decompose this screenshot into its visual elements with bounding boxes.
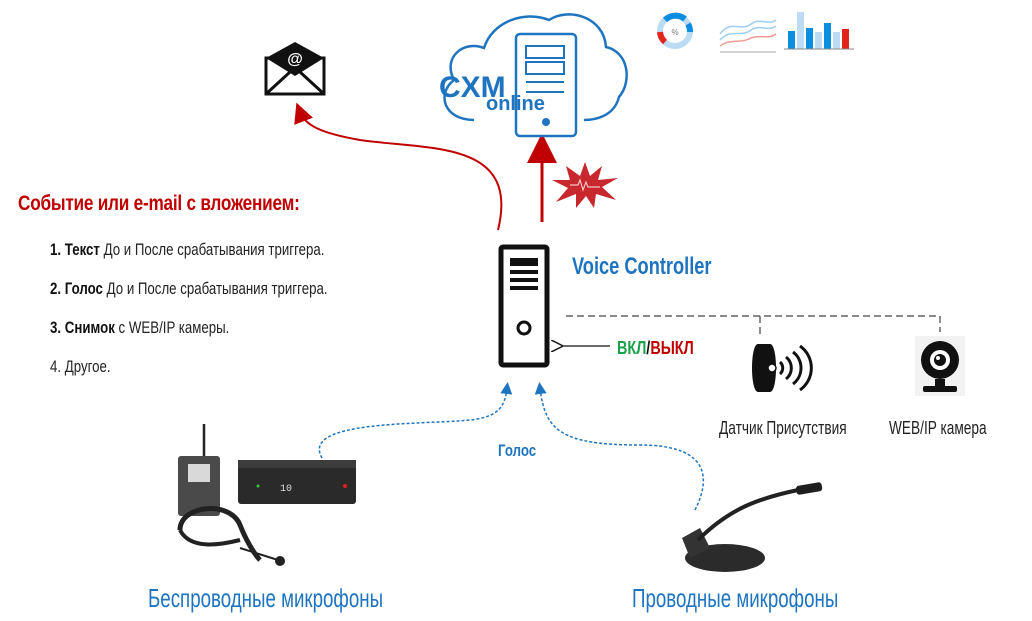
presence-sensor-icon [752,344,813,392]
event-item: 3. Снимок с WEB/IP камеры. [50,318,230,337]
wireless-microphone-icon: 10 [177,424,356,566]
presence-sensor-label: Датчик Присутствия [719,418,847,438]
on-off-label: ВКЛ/ВЫКЛ [617,338,694,358]
email-arrow [294,102,503,231]
wireless-microphones-label: Беспроводные микрофоны [148,583,384,613]
svg-text:%: % [671,28,678,37]
cloud-server-icon: CXM online [439,13,628,138]
voice-controller-title: Voice Controller [572,253,712,280]
voice-label: Голос [498,441,537,460]
donut-chart-icon: % [657,12,693,49]
wireless-voice-arrow [318,382,513,459]
wired-microphone-icon [682,482,823,572]
wired-microphones-label: Проводные микрофоны [632,583,839,613]
event-item: 1. Текст До и После срабатывания триггер… [50,240,325,259]
device-bus [566,315,941,338]
line-chart-icon [719,19,777,53]
event-item: 2. Голос До и После срабатывания триггер… [50,279,328,298]
voice-controller-device-icon [498,244,550,368]
event-title: Событие или e-mail с вложением: [18,192,300,215]
bar-chart-icon [784,12,854,50]
cloud-brand-main: CXM [439,71,506,104]
email-at-icon: @ [264,42,326,96]
web-camera-icon [915,336,965,396]
svg-text:10: 10 [280,484,292,495]
web-camera-label: WEB/IP камера [889,418,987,438]
svg-text:@: @ [287,51,303,68]
cloud-brand-sub: online [486,93,545,115]
wired-voice-arrow [534,382,705,511]
event-item: 4. Другое. [50,357,111,376]
alert-burst-icon [552,162,618,208]
